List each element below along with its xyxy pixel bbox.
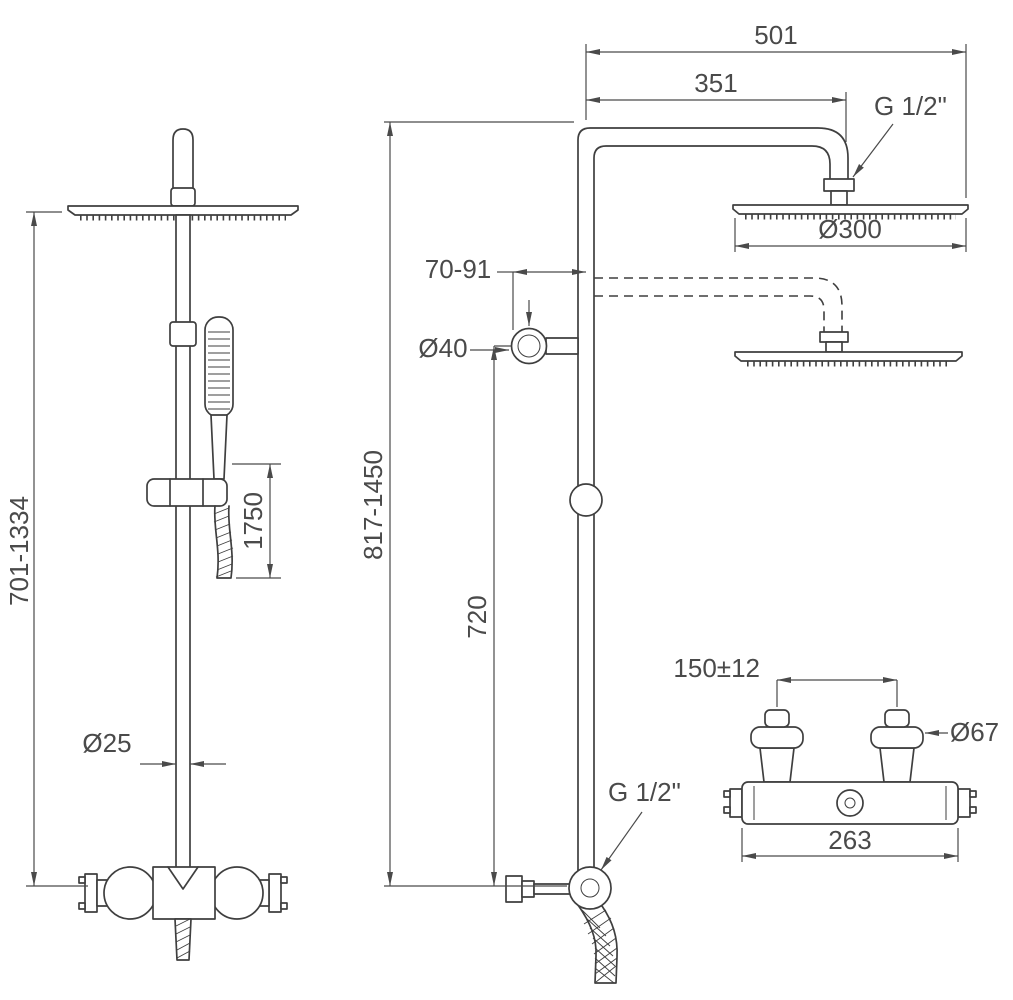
side-arm-lowered-inner: [594, 295, 825, 332]
side-riser-arm-inner: [593, 145, 831, 873]
dim-inlet-spacing-label: 150±12: [673, 653, 760, 683]
mixer-right-knob-disc: [870, 726, 924, 749]
mixer-center-control-inner: [844, 797, 856, 809]
dim-top-connection-label: G 1/2": [874, 91, 947, 121]
mixer-left-lug-bottom: [723, 806, 731, 814]
mixer-right-lug-top: [969, 790, 977, 798]
dim-top-connection: G 1/2": [852, 91, 947, 178]
front-head-collar: [170, 187, 196, 207]
dim-riser-height: 720: [462, 345, 511, 886]
side-lowered-head-plate: [734, 351, 963, 362]
dim-wall-clearance: 70-91: [425, 254, 586, 330]
dim-flange-diameter-label: Ø40: [418, 333, 467, 363]
side-riser-arm-outer: [577, 127, 849, 873]
side-head-nut: [823, 178, 855, 192]
dim-height-range: 701-1334: [4, 211, 88, 887]
dim-arm-projection: 351: [586, 68, 847, 142]
side-lowered-head-stem: [825, 341, 843, 353]
mixer-right-knob-cap: [884, 709, 910, 728]
front-hose-outline: [213, 505, 233, 579]
dim-riser-height-label: 720: [462, 595, 492, 638]
front-handset-ribs: [208, 331, 230, 410]
wall-bracket-arm: [545, 337, 579, 355]
valve-left-knob: [103, 866, 157, 920]
side-lowered-head-nut: [819, 331, 849, 343]
valve-outlet-stub: [174, 918, 192, 961]
dim-handle-diameter-label: Ø67: [950, 717, 999, 747]
side-slider-joint: [569, 483, 603, 517]
mixer-right-knob-neck: [879, 747, 915, 783]
side-view: [505, 127, 969, 984]
valve-left-lug-top: [78, 876, 86, 884]
dim-overall-depth-label: 501: [754, 20, 797, 50]
dim-flange-diameter: Ø40: [418, 300, 532, 363]
side-head-plate: [732, 204, 969, 215]
outlet-elbow-inner: [580, 878, 600, 898]
front-slider-bracket: [146, 478, 228, 507]
dim-wall-clearance-label: 70-91: [425, 254, 492, 284]
valve-right-lug-bottom: [280, 902, 288, 910]
dim-handle-diameter: Ø67: [925, 717, 999, 747]
front-riser-pipe: [175, 214, 191, 869]
outlet-wall-nut: [521, 880, 535, 898]
dim-hose-length-label: 1750: [238, 492, 268, 550]
valve-left-lug-bottom: [78, 902, 86, 910]
valve-right-lug-top: [280, 876, 288, 884]
dim-overall-height: 817-1450: [358, 121, 574, 886]
front-head-plate: [67, 205, 299, 216]
side-hose-crosshatch: [581, 909, 618, 984]
dim-head-diameter-label: Ø300: [818, 214, 882, 244]
dimensions: 701-1334 1750 Ø25 501 351: [4, 20, 999, 887]
valve-v-notch: [167, 866, 199, 890]
mixer-left-knob-cap: [764, 709, 790, 728]
wall-bracket-flange: [510, 327, 548, 365]
mixer-left-knob-disc: [750, 726, 804, 749]
dim-outlet-connection: G 1/2": [600, 777, 681, 871]
valve-outlet-hatch: [175, 918, 191, 959]
mixer-left-tab: [729, 788, 743, 818]
outlet-wall-flange: [505, 875, 523, 903]
mixer-left-lug-top: [723, 790, 731, 798]
valve-center-body: [152, 866, 216, 920]
side-hose-outline: [577, 904, 618, 984]
front-handset-handle: [210, 414, 228, 480]
valve-right-knob: [210, 866, 264, 920]
dim-overall-depth: 501: [585, 20, 967, 198]
dim-body-width-label: 263: [828, 825, 871, 855]
mixer-center-control: [836, 789, 864, 817]
front-hose-texture: [213, 507, 234, 578]
front-union-nut: [169, 321, 197, 347]
mixer-left-knob-neck: [759, 747, 795, 783]
side-arm-lowered-outer: [594, 277, 843, 332]
dim-pipe-diameter-label: Ø25: [82, 728, 131, 758]
front-thermostatic-valve: [78, 866, 288, 961]
mixer-right-tab: [957, 788, 971, 818]
front-riser-top-cap: [172, 128, 194, 207]
valve-right-flange: [268, 873, 282, 913]
dim-outlet-connection-label: G 1/2": [608, 777, 681, 807]
dim-overall-height-label: 817-1450: [358, 450, 388, 560]
mixer-detail-view: [723, 709, 977, 825]
outlet-elbow: [568, 866, 612, 910]
wall-bracket-flange-inner: [517, 334, 541, 358]
dim-inlet-spacing: 150±12: [673, 653, 898, 707]
valve-left-flange: [84, 873, 98, 913]
dim-head-diameter: Ø300: [734, 214, 967, 252]
mixer-right-lug-bottom: [969, 806, 977, 814]
dim-hose-length: 1750: [232, 463, 281, 579]
dim-arm-projection-label: 351: [694, 68, 737, 98]
front-view: [67, 128, 299, 961]
dim-pipe-diameter: Ø25: [82, 728, 226, 767]
dim-body-width: 263: [741, 825, 959, 862]
dim-height-range-label: 701-1334: [4, 496, 34, 606]
side-head-stem: [830, 190, 848, 206]
